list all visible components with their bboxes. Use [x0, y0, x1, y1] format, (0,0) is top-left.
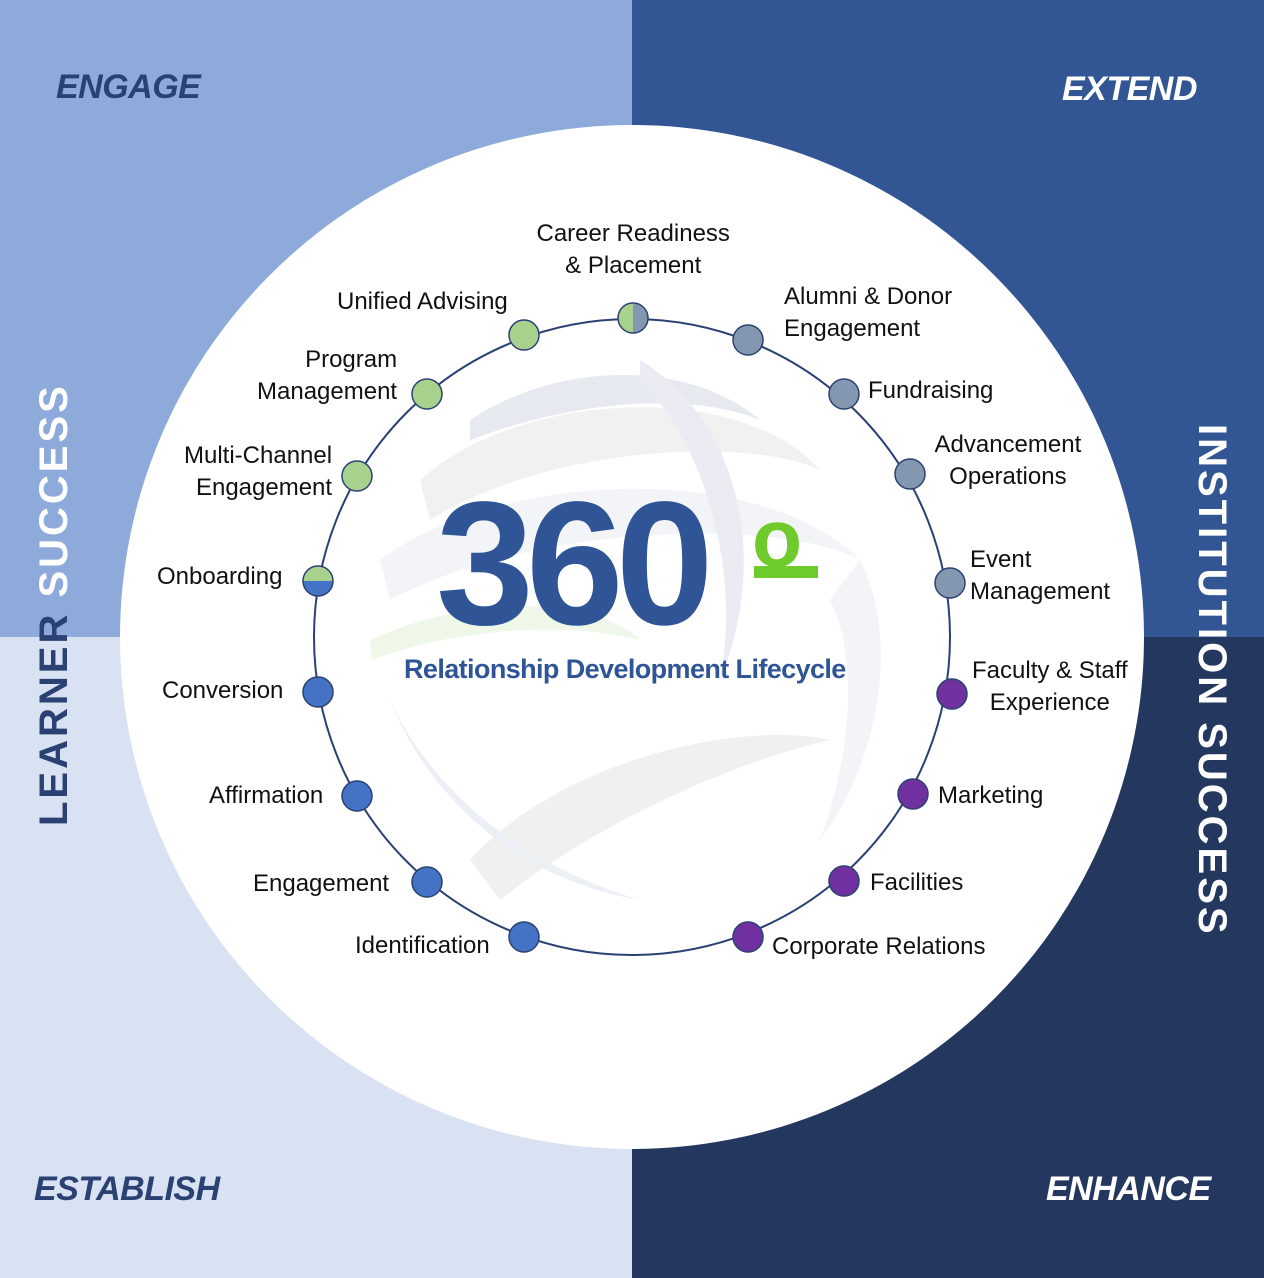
- stage-label-career-readiness: Career Readiness & Placement: [537, 218, 730, 282]
- stage-dot-corporate-relations: [732, 921, 764, 953]
- stage-label-line1: Fundraising: [868, 377, 994, 404]
- stage-dot-multi-channel: [341, 460, 373, 492]
- stage-dot-event: [934, 567, 966, 599]
- stage-dots: [302, 302, 968, 953]
- stage-label-line2: Engagement: [784, 315, 921, 342]
- stage-label-line1: Corporate Relations: [772, 933, 986, 960]
- engage-label: ENGAGE: [56, 68, 201, 106]
- stage-label-line2: Operations: [949, 463, 1067, 490]
- stage-dot-conversion: [302, 676, 334, 708]
- stage-label-line2: Management: [970, 578, 1111, 605]
- stage-label-line2: Experience: [989, 689, 1110, 716]
- stage-label-marketing: Marketing: [938, 780, 1043, 812]
- stage-dot-faculty-staff: [936, 678, 968, 710]
- stage-dot-identification: [508, 921, 540, 953]
- stage-label-line2: & Placement: [565, 252, 702, 279]
- stage-label-line1: Advancement: [934, 431, 1082, 458]
- center-number: 360: [436, 466, 714, 662]
- stage-label-line1: Onboarding: [157, 563, 283, 590]
- globe-watermark: [370, 360, 881, 900]
- stage-label-line2: Engagement: [195, 474, 333, 501]
- stage-label-unified-advising: Unified Advising: [337, 286, 508, 318]
- stage-label-line1: Facilities: [870, 869, 964, 896]
- stage-dot-fundraising: [828, 378, 860, 410]
- stage-label-affirmation: Affirmation: [209, 780, 323, 812]
- stage-label-corporate-relations: Corporate Relations: [772, 931, 985, 963]
- stage-label-line1: Program: [305, 346, 398, 373]
- enhance-label: ENHANCE: [1046, 1170, 1211, 1208]
- stage-dot-unified-advising: [508, 319, 540, 351]
- stage-dot-facilities: [828, 865, 860, 897]
- stage-label-identification: Identification: [355, 930, 490, 962]
- stage-label-line2: Management: [257, 378, 398, 405]
- degree-symbol: o: [752, 493, 803, 584]
- stage-label-line1: Unified Advising: [337, 288, 508, 315]
- stage-label-line1: Career Readiness: [536, 220, 730, 247]
- stage-dot-marketing: [897, 778, 929, 810]
- stage-label-line1: Event: [970, 546, 1032, 573]
- establish-label: ESTABLISH: [34, 1170, 220, 1208]
- stage-label-engagement: Engagement: [253, 868, 389, 900]
- stage-label-facilities: Facilities: [870, 867, 963, 899]
- stage-dot-career-readiness: [617, 302, 649, 334]
- stage-label-onboarding: Onboarding: [157, 561, 282, 593]
- stage-label-line1: Faculty & Staff: [972, 657, 1128, 684]
- stage-dot-advancement: [894, 458, 926, 490]
- degree-underline: [754, 566, 818, 578]
- stage-dot-program: [411, 378, 443, 410]
- stage-label-line1: Alumni & Donor: [784, 283, 953, 310]
- stage-label-line1: Engagement: [253, 870, 390, 897]
- stage-dot-affirmation: [341, 780, 373, 812]
- center-subtitle: Relationship Development Lifecycle: [404, 654, 846, 684]
- stage-dot-alumni-donor: [732, 324, 764, 356]
- stage-label-conversion: Conversion: [162, 675, 283, 707]
- extend-label: EXTEND: [1062, 70, 1197, 108]
- stage-dot-onboarding: [302, 565, 334, 597]
- stage-label-line1: Marketing: [938, 782, 1044, 809]
- stage-label-line1: Identification: [355, 932, 490, 959]
- stage-label-line1: Multi-Channel: [184, 442, 333, 469]
- stage-dot-engagement: [411, 866, 443, 898]
- stage-label-fundraising: Fundraising: [868, 375, 993, 407]
- stage-label-line1: Affirmation: [209, 782, 324, 809]
- stage-label-line1: Conversion: [162, 677, 284, 704]
